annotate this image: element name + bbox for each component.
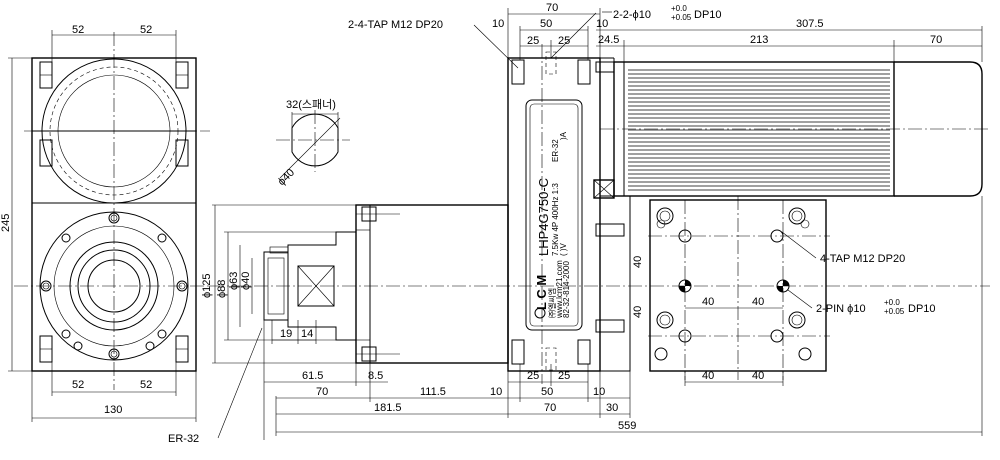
- pin-top-label: 2-2-ϕ10: [613, 9, 651, 21]
- pin-side-suffix: DP10: [908, 303, 936, 315]
- dim-top-50: 50: [540, 18, 552, 30]
- nameplate-collet: ER-32: [551, 139, 560, 162]
- dim-559: 559: [618, 420, 636, 432]
- nameplate-voltage: ( )V: [559, 242, 568, 256]
- tap-top-label: 2-4-TAP M12 DP20: [348, 19, 443, 31]
- pin-side-label: 2-PIN ϕ10: [816, 303, 866, 315]
- dim-top-25a: 25: [527, 35, 539, 47]
- motor-fins: [628, 69, 890, 191]
- nameplate-brand: L C M: [534, 275, 549, 310]
- pin-top-tol-upper: +0.0: [671, 4, 687, 13]
- motor: [600, 61, 990, 197]
- dim-h40b: 40: [752, 296, 764, 308]
- dim-b25b: 25: [558, 370, 570, 382]
- spindle-nose-profile: [287, 231, 356, 341]
- nameplate-company: ㈜엘씨엠: [547, 288, 557, 318]
- dim-top-307-5: 307.5: [796, 18, 824, 30]
- pin-side-tol-upper: +0.0: [884, 298, 900, 307]
- spindle-bore: [87, 259, 141, 313]
- corner-taps: [39, 61, 189, 363]
- dim-top-70b: 70: [930, 34, 942, 46]
- dim-b40b: 40: [752, 370, 764, 382]
- top-dimensions: 70 50 10 10 25 25 307.5 24.5 213 70: [492, 2, 983, 62]
- dim-d88: ϕ88: [216, 280, 228, 298]
- nameplate-tel: 82-32-814-2000: [562, 261, 571, 318]
- dim-b70b: 70: [544, 402, 556, 414]
- front-view: 52 52 52 52 130 245: [0, 24, 210, 422]
- collet-dimensions: ϕ125 ϕ88 ϕ63 ϕ40 19 14 ER-32: [168, 204, 356, 445]
- dim-bottom-right: 52: [140, 379, 152, 391]
- nameplate: L C M LHP4G750-C 7.5Kw 4P 400Hz 1:3 ( )V…: [525, 99, 583, 331]
- dim-v40a: 40: [632, 256, 644, 268]
- bottom-dimensions: 61.5 8.5 25 25 70 111.5 10 50 10 181.5 7…: [263, 196, 983, 440]
- dim-top-25b: 25: [558, 35, 570, 47]
- dim-61-5: 61.5: [302, 370, 323, 382]
- collet-label: ER-32: [168, 433, 199, 445]
- dim-b50: 50: [541, 386, 553, 398]
- front-dimensions: 52 52 52 52 130 245: [0, 24, 197, 422]
- nameplate-model: LHP4G750-C: [536, 178, 551, 256]
- dim-d63: ϕ63: [228, 272, 240, 290]
- dim-top-213: 213: [750, 34, 768, 46]
- spanner-shape: [291, 113, 339, 167]
- front-flange: [39, 211, 189, 361]
- dim-bottom-left: 52: [72, 379, 84, 391]
- flange-bolt-holes: [40, 212, 188, 360]
- pin-side-tol-lower: +0.05: [884, 307, 905, 316]
- dim-height: 245: [0, 214, 12, 232]
- nameplate-amp: )A: [559, 131, 568, 140]
- dim-top-10b: 10: [596, 18, 608, 30]
- dim-d40: ϕ40: [240, 272, 252, 290]
- dim-top-70: 70: [546, 2, 558, 14]
- nameplate-spec: 7.5Kw 4P 400Hz 1:3: [551, 183, 560, 256]
- dim-b25a: 25: [527, 370, 539, 382]
- dim-181-5: 181.5: [374, 402, 402, 414]
- pin-top-suffix: DP10: [694, 9, 722, 21]
- dim-top-right: 52: [140, 24, 152, 36]
- plate-dimensions: 40 40 40 40 40 40: [629, 236, 784, 386]
- dim-8-5: 8.5: [368, 370, 383, 382]
- dim-b10b: 10: [593, 386, 605, 398]
- dim-width: 130: [104, 404, 122, 416]
- spanner-label: 32(스패너): [286, 98, 336, 111]
- mounting-plate: [648, 196, 830, 380]
- side-callouts: 2-4-TAP M12 DP20 2-2-ϕ10 +0.0 +0.05 DP10…: [348, 4, 936, 316]
- nameplate-web: www.lcm21.com: [555, 260, 564, 319]
- dim-19: 19: [280, 328, 292, 340]
- spanner-detail: 32(스패너) ϕ40: [276, 98, 350, 188]
- dim-top-10a: 10: [492, 18, 504, 30]
- dim-h40a: 40: [702, 296, 714, 308]
- dim-d125: ϕ125: [201, 273, 213, 298]
- dim-b30: 30: [606, 402, 618, 414]
- dim-14: 14: [301, 328, 313, 340]
- spanner-diameter: ϕ40: [276, 167, 298, 189]
- dim-b40a: 40: [702, 370, 714, 382]
- spindle-housing: [355, 204, 509, 364]
- tap-side-label: 4-TAP M12 DP20: [820, 253, 905, 265]
- dim-v40b: 40: [632, 306, 644, 318]
- dim-top-24-5: 24.5: [598, 34, 619, 46]
- dim-top-left: 52: [72, 24, 84, 36]
- pin-top-tol-lower: +0.05: [671, 13, 692, 22]
- dim-b10a: 10: [490, 386, 502, 398]
- dim-111-5: 111.5: [420, 386, 446, 398]
- dim-b70a: 70: [316, 386, 328, 398]
